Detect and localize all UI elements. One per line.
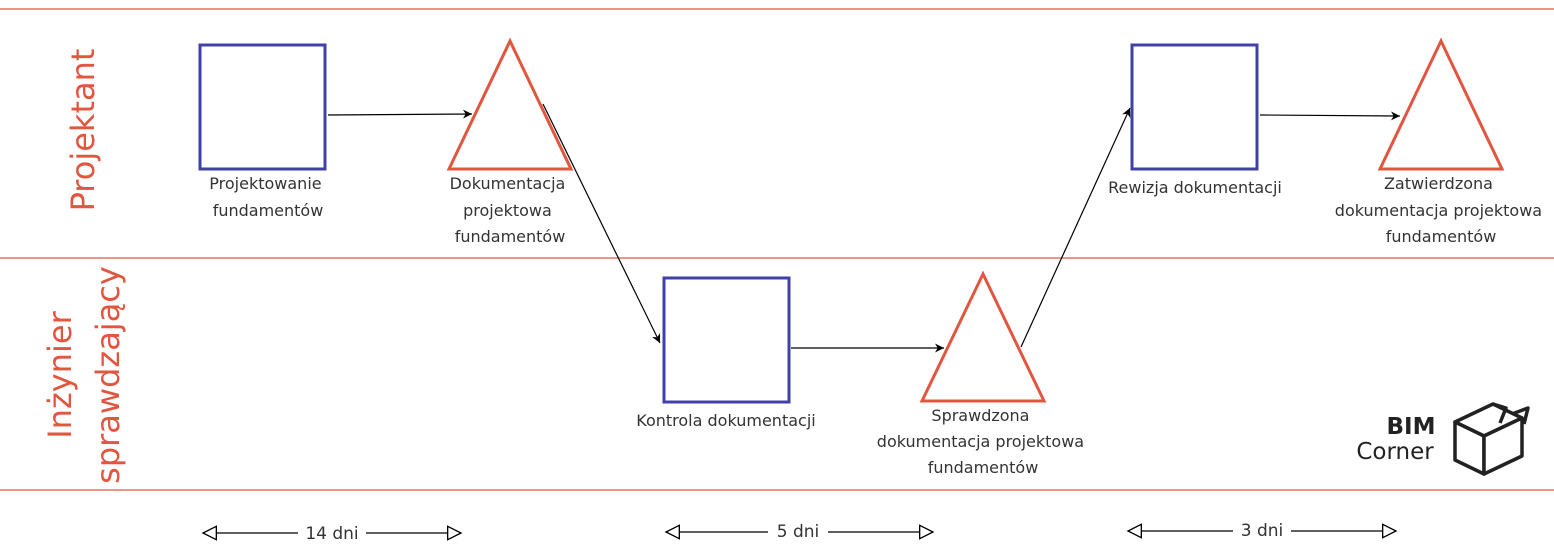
- label-projektowanie: Projektowanie fundamentów: [209, 174, 326, 220]
- lane-title-line-1: Inżynier: [41, 310, 79, 438]
- activity-square-rewizja: [1130, 43, 1259, 171]
- label-line: Projektowanie: [209, 174, 321, 193]
- connector-5: [1259, 111, 1401, 121]
- label-line: Sprawdzona: [931, 406, 1029, 425]
- logo-bim-text: BIM: [1387, 414, 1436, 440]
- deliverable-triangle-sprawdzona: [919, 270, 1047, 403]
- label-line: fundamentów: [213, 201, 324, 220]
- duration-arrow-1: 14 dni: [203, 524, 461, 544]
- connector-2: [542, 103, 661, 344]
- logo-corner-text: Corner: [1356, 439, 1434, 465]
- activity-square-projektowanie: [198, 43, 327, 171]
- label-line: Rewizja dokumentacji: [1108, 178, 1282, 197]
- label-line: fundamentów: [928, 458, 1039, 477]
- duration-label: 3 dni: [1241, 521, 1284, 541]
- connector-4: [1020, 107, 1131, 348]
- label-line: dokumentacja projektowa: [1335, 201, 1542, 220]
- connector-1: [327, 109, 473, 119]
- label-line: fundamentów: [1386, 227, 1497, 246]
- label-line: dokumentacja projektowa: [877, 432, 1084, 451]
- activity-square-kontrola: [662, 276, 791, 404]
- label-rewizja: Rewizja dokumentacji: [1108, 178, 1282, 197]
- label-kontrola: Kontrola dokumentacji: [636, 411, 815, 430]
- duration-label: 14 dni: [305, 524, 358, 544]
- label-line: Dokumentacja: [450, 174, 566, 193]
- deliverable-triangle-dokumentacja: [446, 37, 574, 171]
- label-line: fundamentów: [455, 227, 566, 246]
- lane-title-inzynier-sprawdzajacy: Inżynier sprawdzający: [41, 266, 127, 484]
- duration-arrow-2: 5 dni: [666, 522, 933, 542]
- label-zatwierdzona: Zatwierdzona dokumentacja projektowa fun…: [1335, 174, 1547, 246]
- open-box-icon: [1453, 402, 1530, 476]
- label-sprawdzona: Sprawdzona dokumentacja projektowa funda…: [877, 406, 1089, 477]
- label-dokumentacja: Dokumentacja projektowa fundamentów: [450, 174, 571, 246]
- duration-label: 5 dni: [777, 522, 820, 542]
- bim-corner-logo: BIM Corner: [1356, 402, 1530, 476]
- duration-arrow-3: 3 dni: [1128, 521, 1396, 541]
- label-line: Zatwierdzona: [1384, 174, 1493, 193]
- label-line: Kontrola dokumentacji: [636, 411, 815, 430]
- lane-title-projektant: Projektant: [64, 49, 102, 212]
- label-line: projektowa: [463, 201, 552, 220]
- lane-title-line-2: sprawdzający: [89, 266, 127, 484]
- deliverable-triangle-zatwierdzona: [1377, 37, 1505, 171]
